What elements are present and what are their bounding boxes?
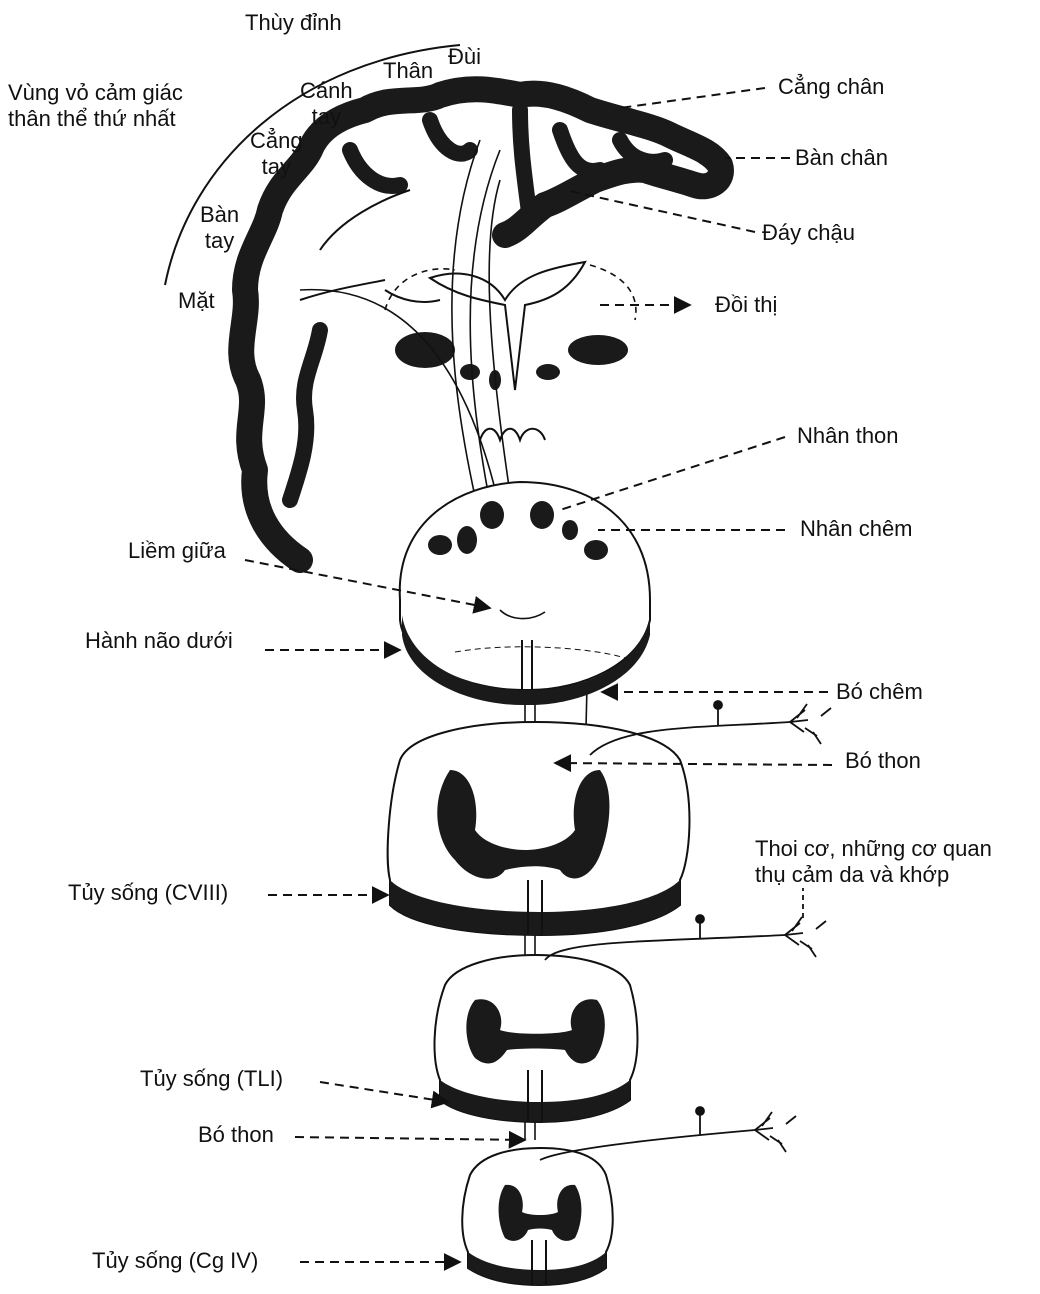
midbrain-outline — [480, 429, 545, 440]
label-lower-leg: Cẳng chân — [778, 74, 884, 100]
label-upper-arm: Cánh tay — [300, 78, 353, 130]
label-fasciculus-gracilis-lower: Bó thon — [198, 1122, 274, 1148]
internal-capsule-right — [568, 335, 628, 365]
spinal-cord-co4 — [462, 1148, 613, 1285]
label-trunk: Thân — [383, 58, 433, 84]
lower-medulla-section — [400, 482, 650, 705]
spinal-cord-c8 — [388, 722, 690, 935]
label-parietal-lobe: Thùy đỉnh — [245, 10, 342, 36]
label-thigh: Đùi — [448, 44, 481, 70]
label-nucleus-gracilis: Nhân thon — [797, 423, 899, 449]
label-medial-lemniscus: Liềm giữa — [128, 538, 226, 564]
label-spinal-c8: Tủy sống (CVIII) — [68, 880, 228, 906]
spinal-cord-t11 — [435, 955, 638, 1122]
label-forearm: Cẳng tay — [250, 128, 303, 180]
label-foot: Bàn chân — [795, 145, 888, 171]
label-receptors: Thoi cơ, những cơ quan thụ cảm da và khớ… — [755, 836, 992, 888]
leader-fasciculus-gracilis-lower — [295, 1137, 525, 1140]
label-face: Mặt — [178, 288, 215, 314]
label-fasciculus-gracilis-upper: Bó thon — [845, 748, 921, 774]
label-nucleus-cuneatus: Nhân chêm — [800, 516, 913, 542]
label-hand: Bàn tay — [200, 202, 239, 254]
basal-nucleus-1 — [460, 364, 480, 380]
white-matter-outline — [300, 190, 440, 302]
label-lower-medulla: Hành não dưới — [85, 628, 233, 654]
label-pelvic-floor: Đáy chậu — [762, 220, 855, 246]
label-somatosensory-cortex: Vùng vỏ cảm giác thân thể thứ nhất — [8, 80, 183, 132]
label-spinal-t11: Tủy sống (TLI) — [140, 1066, 283, 1092]
label-thalamus: Đồi thị — [715, 292, 777, 318]
basal-nucleus-3 — [536, 364, 560, 380]
leader-lower-leg — [620, 88, 765, 108]
leader-spinal-t11 — [320, 1082, 448, 1102]
leader-nucleus-gracilis — [560, 437, 785, 510]
label-fasciculus-cuneatus: Bó chêm — [836, 679, 923, 705]
internal-capsule-left — [395, 332, 455, 368]
label-spinal-co4: Tủy sống (Cg IV) — [92, 1248, 258, 1274]
leader-pelvic-floor — [565, 190, 755, 232]
